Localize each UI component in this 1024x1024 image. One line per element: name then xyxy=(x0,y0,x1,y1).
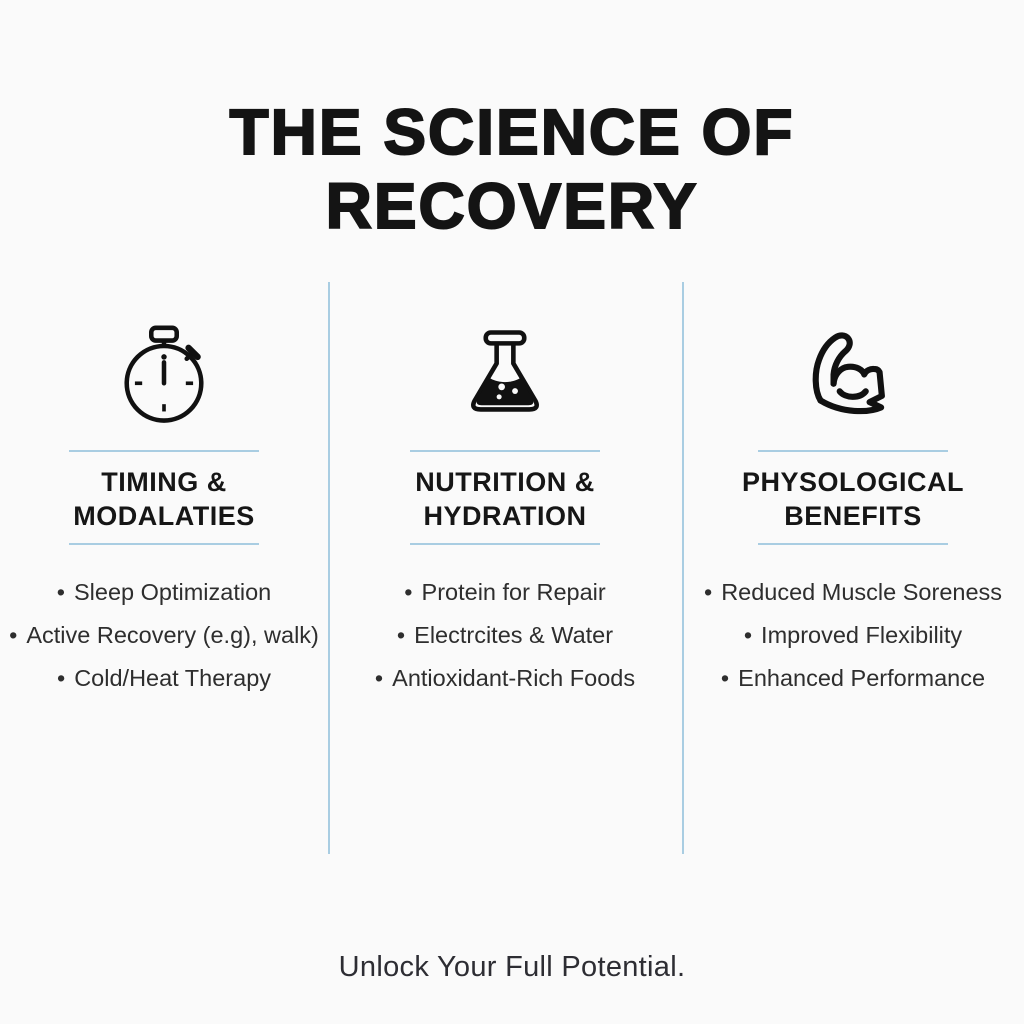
footer-tagline: Unlock Your Full Potential. xyxy=(338,951,686,983)
header-rule-bottom xyxy=(410,543,600,545)
bicep-flex-icon xyxy=(796,320,911,432)
header-rule-top xyxy=(410,450,600,452)
page-title: THE SCIENCE OF RECOVERY xyxy=(0,95,1024,243)
stopwatch-icon xyxy=(114,320,214,432)
column-divider-1 xyxy=(328,282,330,854)
columns-row: TIMING & MODALATIES •Sleep Optimization … xyxy=(0,282,1024,706)
bullet-point: • xyxy=(374,665,384,691)
bullet-point: • xyxy=(396,622,406,648)
benefit-list-timing: •Sleep Optimization •Active Recovery (e.… xyxy=(9,577,319,706)
bullet-point: • xyxy=(703,579,713,605)
list-item: •Reduced Muscle Soreness xyxy=(703,579,1003,605)
header-rule-bottom xyxy=(758,543,948,545)
column-heading-benefits: PHYSOLOGICAL BENEFITS xyxy=(741,467,964,531)
list-item: •Electrcites & Water xyxy=(396,622,614,648)
flask-icon xyxy=(459,320,551,432)
list-item: •Sleep Optimization xyxy=(56,579,272,605)
benefit-list-nutrition: •Protein for Repair •Electrcites & Water… xyxy=(375,577,635,706)
header-rule-top xyxy=(758,450,948,452)
column-nutrition: NUTRITION & HYDRATION •Protein for Repai… xyxy=(328,282,682,706)
bullet-point: • xyxy=(720,665,730,691)
benefit-list-benefits: •Reduced Muscle Soreness •Improved Flexi… xyxy=(704,577,1002,706)
header-rule-top xyxy=(69,450,259,452)
column-heading-timing: TIMING & MODALATIES xyxy=(73,467,255,531)
column-timing: TIMING & MODALATIES •Sleep Optimization … xyxy=(0,282,328,706)
list-item: •Antioxidant-Rich Foods xyxy=(374,665,636,691)
list-item: •Active Recovery (e.g), walk) xyxy=(9,622,319,648)
list-item: •Protein for Repair xyxy=(404,579,606,605)
list-item: •Enhanced Performance xyxy=(720,665,986,691)
list-item: •Cold/Heat Therapy xyxy=(56,665,272,691)
title-line-2: RECOVERY xyxy=(325,169,699,243)
bullet-point: • xyxy=(9,622,18,648)
column-heading-nutrition: NUTRITION & HYDRATION xyxy=(415,467,595,531)
header-rule-bottom xyxy=(69,543,259,545)
list-item: •Improved Flexibility xyxy=(743,622,963,648)
column-benefits: PHYSOLOGICAL BENEFITS •Reduced Muscle So… xyxy=(682,282,1024,706)
bullet-point: • xyxy=(404,579,413,605)
bullet-point: • xyxy=(56,665,66,691)
column-divider-2 xyxy=(682,282,684,854)
title-line-1: THE SCIENCE OF xyxy=(229,95,795,169)
bullet-point: • xyxy=(56,579,65,605)
bullet-point: • xyxy=(743,622,753,648)
